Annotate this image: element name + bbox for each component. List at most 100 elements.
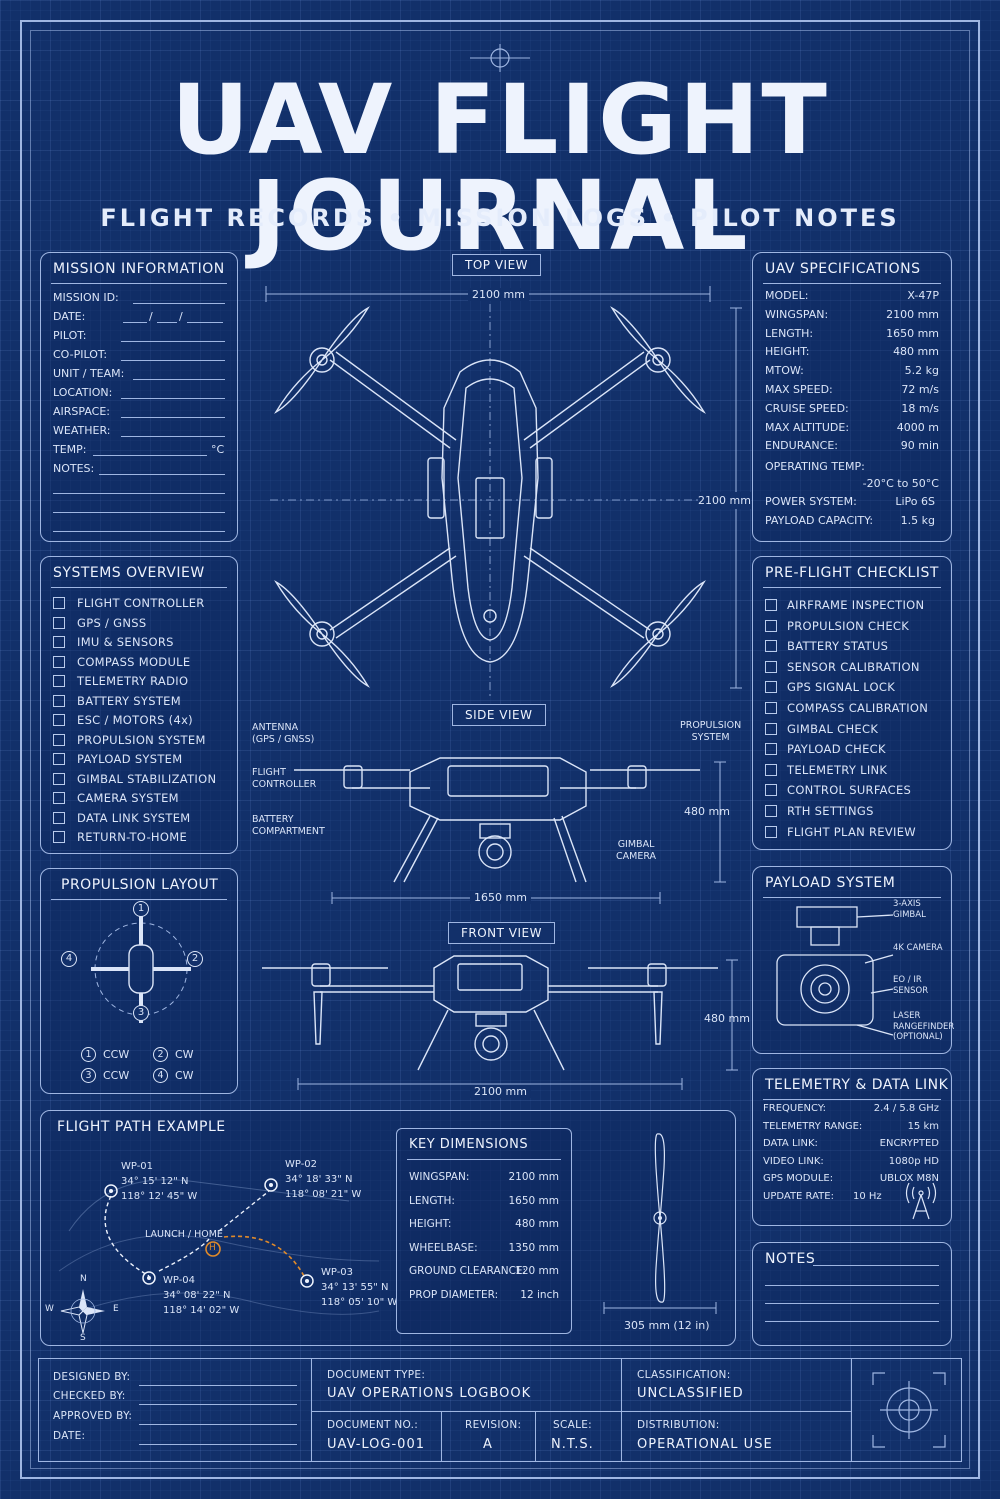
- system-checkbox[interactable]: [53, 792, 65, 804]
- system-checkbox[interactable]: [53, 636, 65, 648]
- notes-line[interactable]: [53, 531, 225, 532]
- side-view-height-label: 480 mm: [684, 805, 730, 818]
- mission-date-line[interactable]: [157, 322, 177, 323]
- notes-line[interactable]: [53, 512, 225, 513]
- page-title: UAV FLIGHT JOURNAL: [171, 64, 829, 272]
- system-item-label: ESC / MOTORS (4x): [77, 713, 193, 727]
- side-view-length-label: 1650 mm: [470, 891, 531, 904]
- system-checkbox[interactable]: [53, 831, 65, 843]
- flight-path-map: [58, 1178, 380, 1334]
- top-view-drawing: [265, 286, 742, 698]
- top-crosshair-icon: [470, 44, 530, 72]
- classification-label: CLASSIFICATION:: [637, 1369, 731, 1381]
- system-item-label: IMU & SENSORS: [77, 635, 174, 649]
- system-checkbox[interactable]: [53, 655, 65, 668]
- top-view-label: TOP VIEW: [452, 254, 542, 276]
- mission-field-line[interactable]: [121, 360, 225, 361]
- spec-label: CRUISE SPEED:: [765, 401, 849, 415]
- prop-legend-direction: CCW: [103, 1048, 130, 1061]
- checklist-checkbox[interactable]: [765, 702, 777, 714]
- mission-field-line[interactable]: [133, 379, 225, 380]
- mission-field-line[interactable]: [133, 303, 225, 304]
- mission-field-line[interactable]: [121, 341, 225, 342]
- telemetry-value: UBLOX M8N: [879, 1173, 939, 1184]
- mission-field-label: DATE:: [53, 310, 86, 323]
- system-checkbox[interactable]: [53, 616, 65, 629]
- checklist-checkbox[interactable]: [765, 640, 777, 653]
- mission-date-sep: /: [149, 310, 153, 323]
- spec-label: MAX SPEED:: [765, 383, 833, 396]
- waypoint-lat: 34° 15' 12" N: [121, 1176, 189, 1187]
- telemetry-value: 10 Hz: [853, 1190, 882, 1202]
- system-checkbox[interactable]: [53, 694, 65, 707]
- prop-legend-direction: CW: [175, 1069, 194, 1082]
- revision-value: A: [483, 1437, 493, 1452]
- system-item-label: PROPULSION SYSTEM: [77, 732, 206, 747]
- checklist-checkbox[interactable]: [765, 660, 777, 673]
- notes-line[interactable]: [53, 493, 225, 494]
- checklist-checkbox[interactable]: [765, 805, 777, 817]
- mission-field-line[interactable]: [99, 474, 225, 475]
- mission-date-line[interactable]: [123, 322, 147, 323]
- telemetry-value: ENCRYPTED: [879, 1138, 939, 1149]
- propulsion-layout-title: PROPULSION LAYOUT: [61, 877, 219, 893]
- battery-callout: BATTERY COMPARTMENT: [252, 814, 325, 838]
- checklist-checkbox[interactable]: [765, 599, 777, 611]
- key-dimension-label: PROP DIAMETER:: [409, 1288, 499, 1301]
- telemetry-value: 15 km: [907, 1120, 939, 1132]
- spec-value: 18 m/s: [901, 401, 939, 415]
- doc-no-value: UAV-LOG-001: [327, 1437, 425, 1452]
- system-checkbox[interactable]: [53, 675, 65, 687]
- payload-callout: LASER RANGEFINDER (OPTIONAL): [893, 1011, 955, 1043]
- antenna-tower-icon: [905, 1182, 937, 1220]
- compass-e: E: [113, 1304, 119, 1314]
- checklist-item-label: PROPULSION CHECK: [787, 618, 910, 633]
- system-checkbox[interactable]: [53, 597, 65, 609]
- spec-value: 1650 mm: [886, 326, 939, 340]
- system-item-label: FLIGHT CONTROLLER: [77, 596, 205, 610]
- telemetry-label: FREQUENCY:: [763, 1103, 826, 1114]
- mission-field-line[interactable]: [121, 436, 225, 437]
- system-checkbox[interactable]: [53, 772, 65, 785]
- checklist-item-label: COMPASS CALIBRATION: [787, 701, 929, 715]
- distribution-label: DISTRIBUTION:: [637, 1419, 720, 1431]
- home-label: LAUNCH / HOME: [145, 1229, 223, 1240]
- target-reticle-icon: [872, 1372, 946, 1448]
- doc-type-label: DOCUMENT TYPE:: [327, 1369, 426, 1381]
- mission-date-line[interactable]: [187, 322, 223, 323]
- system-checkbox[interactable]: [53, 714, 65, 726]
- notes-title: NOTES: [765, 1251, 816, 1267]
- front-view-height-label: 480 mm: [704, 1012, 750, 1025]
- scale-label: SCALE:: [553, 1419, 593, 1431]
- key-dimension-value: 12 inch: [520, 1288, 559, 1301]
- system-checkbox[interactable]: [53, 753, 65, 765]
- spec-value: LiPo 6S: [895, 495, 935, 508]
- waypoint-id: WP-01: [121, 1161, 154, 1172]
- compass-n: N: [80, 1274, 87, 1284]
- waypoint-id: WP-02: [285, 1159, 318, 1170]
- spec-label: MTOW:: [765, 364, 804, 378]
- compass-s: S: [80, 1333, 86, 1343]
- checklist-item-label: GPS SIGNAL LOCK: [787, 680, 896, 695]
- checklist-checkbox[interactable]: [765, 681, 777, 694]
- spec-label: WINGSPAN:: [765, 307, 829, 321]
- checklist-checkbox[interactable]: [765, 825, 777, 838]
- gimbal-camera-callout: GIMBAL CAMERA: [616, 839, 657, 863]
- mission-field-line[interactable]: [121, 417, 225, 418]
- checklist-checkbox[interactable]: [765, 784, 777, 797]
- waypoint-lat: 34° 13' 55" N: [321, 1282, 389, 1293]
- checklist-checkbox[interactable]: [765, 763, 777, 776]
- uav-specifications-title: UAV SPECIFICATIONS: [765, 261, 921, 277]
- checklist-checkbox[interactable]: [765, 743, 777, 756]
- operating-temp-value: -20°C to 50°C: [862, 477, 939, 490]
- payload-callout: EO / IR SENSOR: [893, 975, 929, 996]
- system-checkbox[interactable]: [53, 811, 65, 824]
- system-checkbox[interactable]: [53, 733, 65, 746]
- checklist-checkbox[interactable]: [765, 619, 777, 632]
- mission-field-line[interactable]: [93, 455, 207, 456]
- compass-w: W: [45, 1304, 54, 1314]
- telemetry-title: TELEMETRY & DATA LINK: [765, 1077, 949, 1093]
- checklist-checkbox[interactable]: [765, 722, 777, 735]
- mission-field-line[interactable]: [121, 398, 225, 399]
